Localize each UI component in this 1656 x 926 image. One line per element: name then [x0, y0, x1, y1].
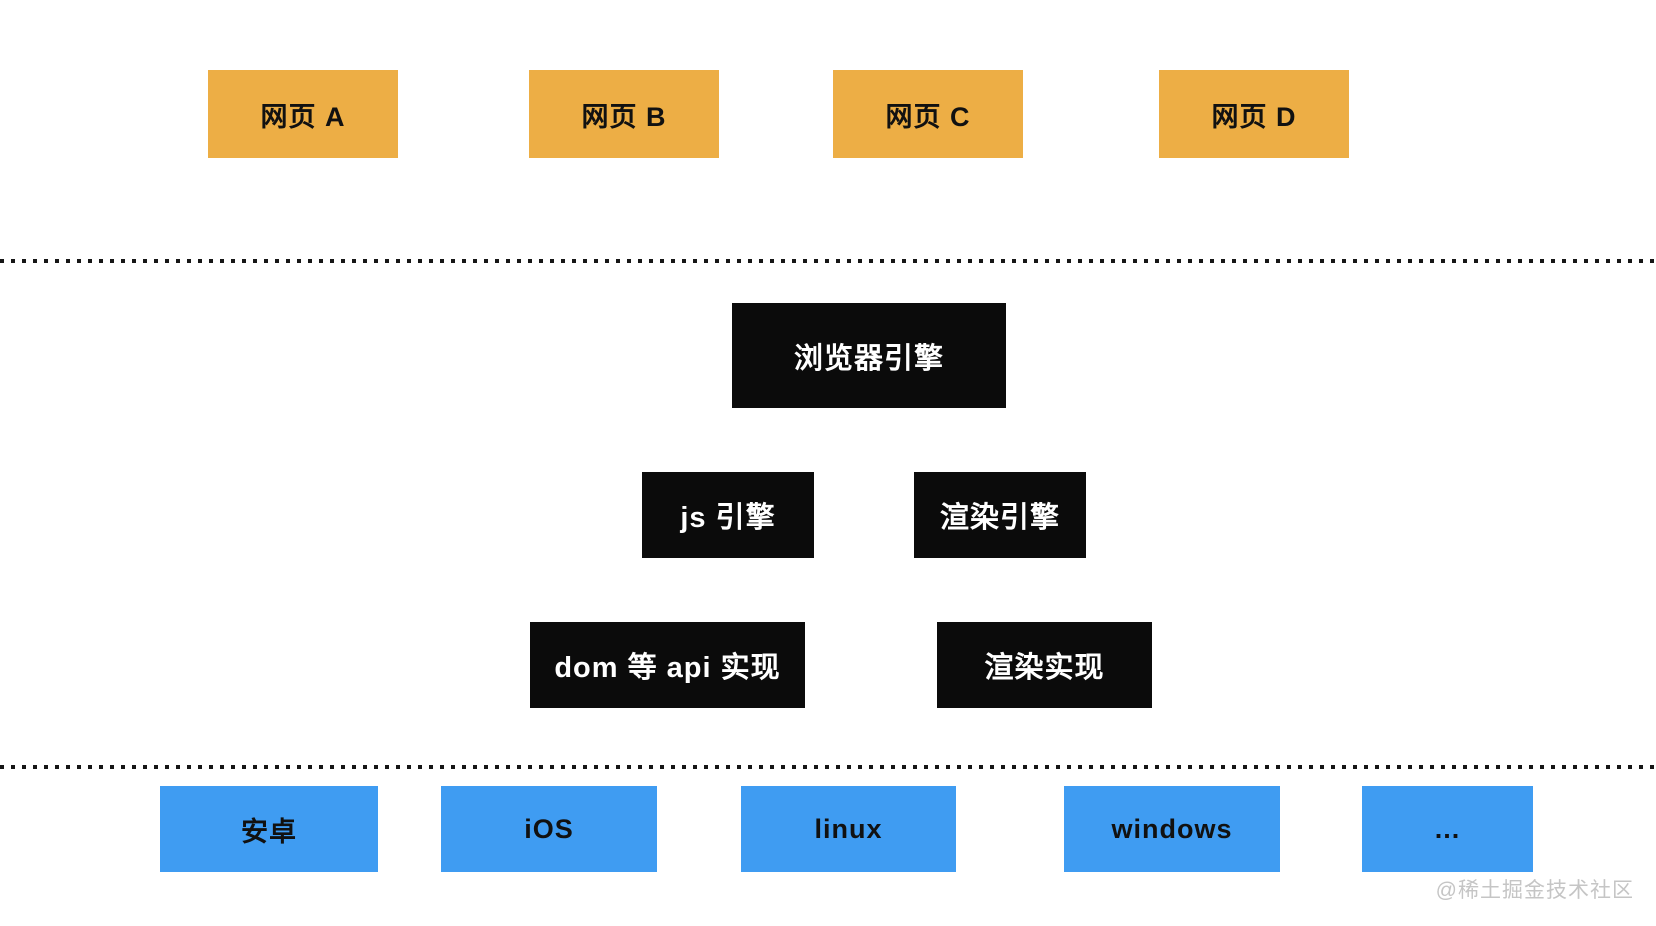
webpage-c-box: 网页 C	[833, 70, 1023, 158]
webpage-a-box: 网页 A	[208, 70, 398, 158]
lower-dotted-separator	[0, 765, 1656, 769]
platform-ellipsis-box: ...	[1362, 786, 1533, 872]
render-impl-box: 渲染实现	[937, 622, 1152, 708]
juejin-watermark: @稀土掘金技术社区	[1435, 879, 1634, 902]
platform-android-box: 安卓	[160, 786, 378, 872]
platform-ios-box: iOS	[441, 786, 657, 872]
webpage-b-box: 网页 B	[529, 70, 719, 158]
browser-engine-box: 浏览器引擎	[732, 303, 1006, 408]
platform-windows-box: windows	[1064, 786, 1280, 872]
dom-api-impl-box: dom 等 api 实现	[530, 622, 805, 708]
webpage-d-box: 网页 D	[1159, 70, 1349, 158]
js-engine-box: js 引擎	[642, 472, 814, 558]
upper-dotted-separator	[0, 259, 1656, 263]
platform-linux-box: linux	[741, 786, 956, 872]
render-engine-box: 渲染引擎	[914, 472, 1086, 558]
